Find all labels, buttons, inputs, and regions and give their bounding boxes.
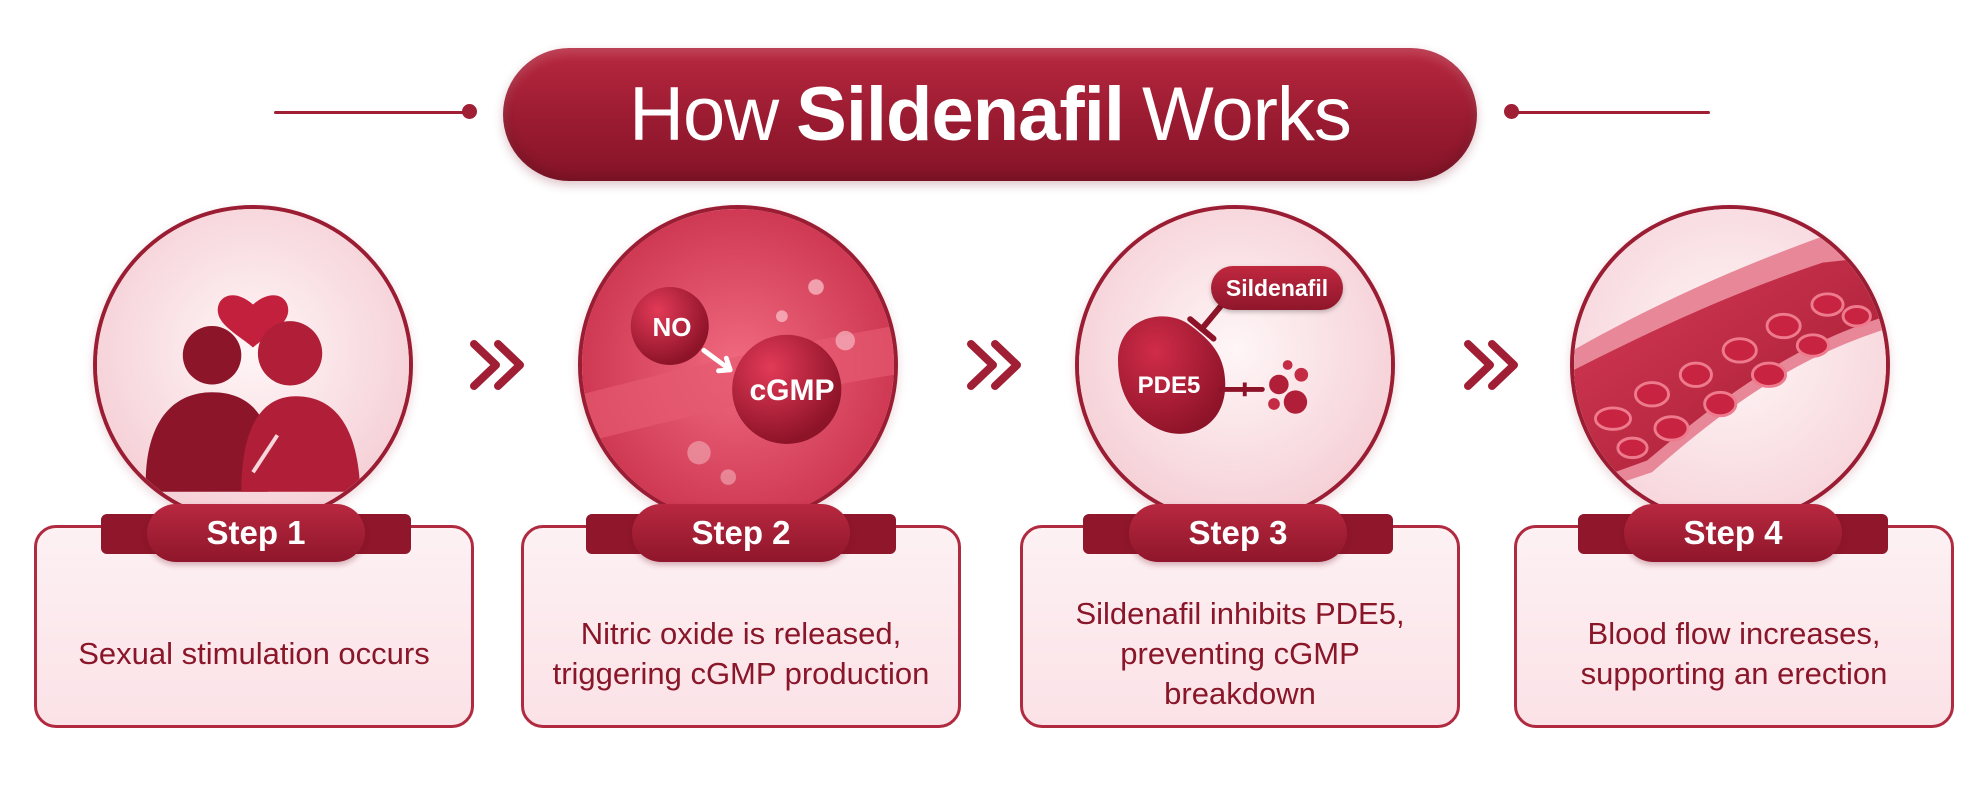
no-badge-label: NO [652,312,692,342]
step-2-card: Nitric oxide is released, triggering cGM… [521,525,961,728]
step-2-description: Nitric oxide is released, triggering cGM… [552,615,930,691]
sildenafil-badge: Sildenafil [1211,266,1343,310]
step-4-description: Blood flow increases, supporting an erec… [1580,615,1888,691]
title-highlight: Sildenafil [796,72,1125,157]
step-3-description: Sildenafil inhibits PDE5, preventing cGM… [1075,595,1405,711]
title-left-dot [462,104,477,119]
pde5-inhibition-icon [1079,209,1391,521]
title-right-line [1516,111,1710,114]
couple-heart-icon [97,209,409,521]
title-prefix: How [629,72,779,157]
step-1-label: Step 1 [147,504,365,562]
nitric-oxide-cgmp-icon [582,209,894,521]
chevron-right-icon [1460,330,1530,400]
step-4-label: Step 4 [1624,504,1842,562]
step-3-card: Sildenafil inhibits PDE5, preventing cGM… [1020,525,1460,728]
pde5-badge-label: PDE5 [1137,372,1201,399]
cgmp-badge-label: cGMP [749,374,835,407]
title-right-dot [1504,104,1519,119]
title-left-line [274,111,470,114]
step-1-description: Sexual stimulation occurs [78,635,430,671]
page-title: How Sildenafil Works [503,48,1477,181]
sildenafil-badge-label: Sildenafil [1225,274,1329,301]
title-suffix: Works [1141,72,1352,157]
step-4-illustration [1570,205,1890,525]
step-2-illustration: NO cGMP [578,205,898,525]
step-3-illustration: Sildenafil PDE5 [1075,205,1395,525]
step-2-label: Step 2 [632,504,850,562]
step-1-illustration [93,205,413,525]
step-3-label: Step 3 [1129,504,1347,562]
chevron-right-icon [963,330,1033,400]
blood-vessel-icon [1574,209,1886,521]
chevron-right-icon [466,330,536,400]
